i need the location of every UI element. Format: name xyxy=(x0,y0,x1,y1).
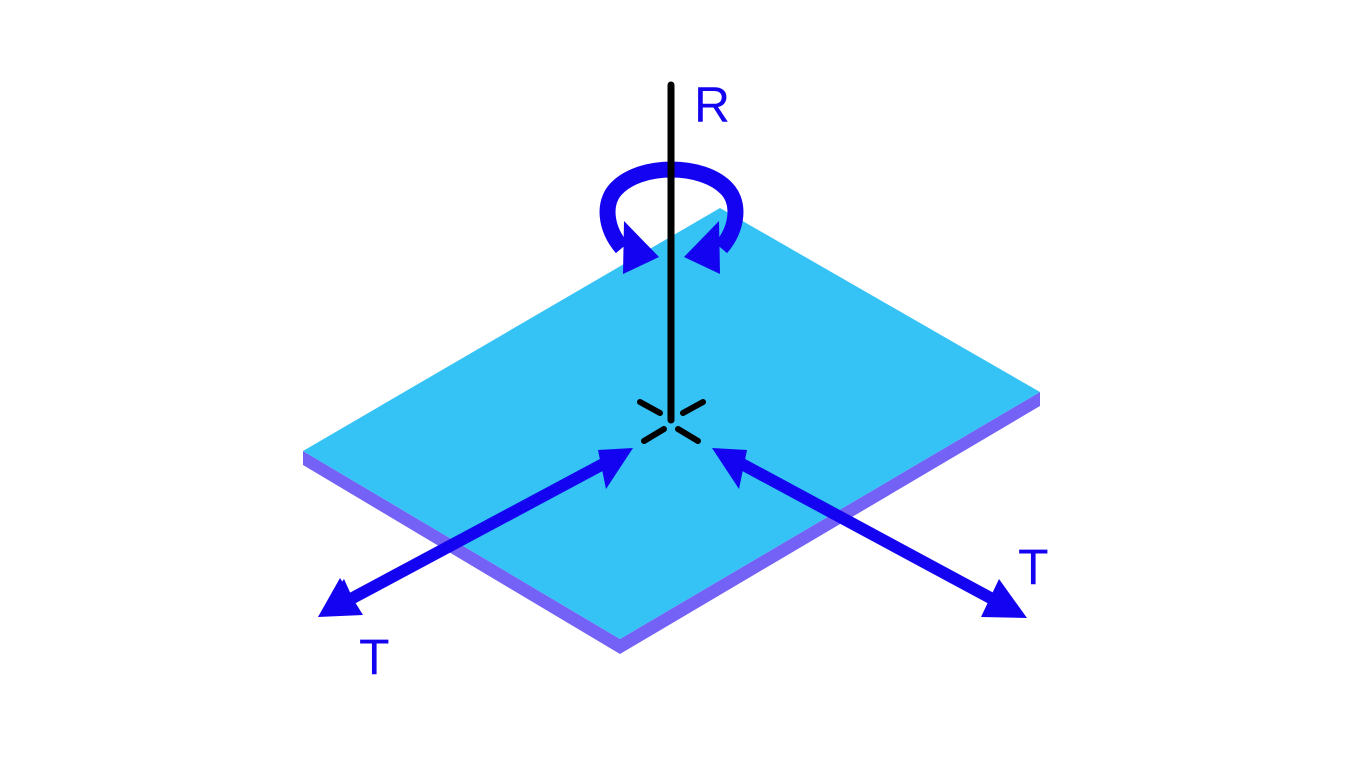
cross-marker-icon xyxy=(637,399,706,444)
double-headed-arrow-icon xyxy=(318,448,633,617)
translation-label-left: T xyxy=(359,629,390,685)
translation-label-right: T xyxy=(1018,539,1049,595)
circular-arrow-icon xyxy=(623,221,720,274)
rotation-label: R xyxy=(694,77,730,133)
double-headed-arrow-icon xyxy=(712,448,1027,618)
